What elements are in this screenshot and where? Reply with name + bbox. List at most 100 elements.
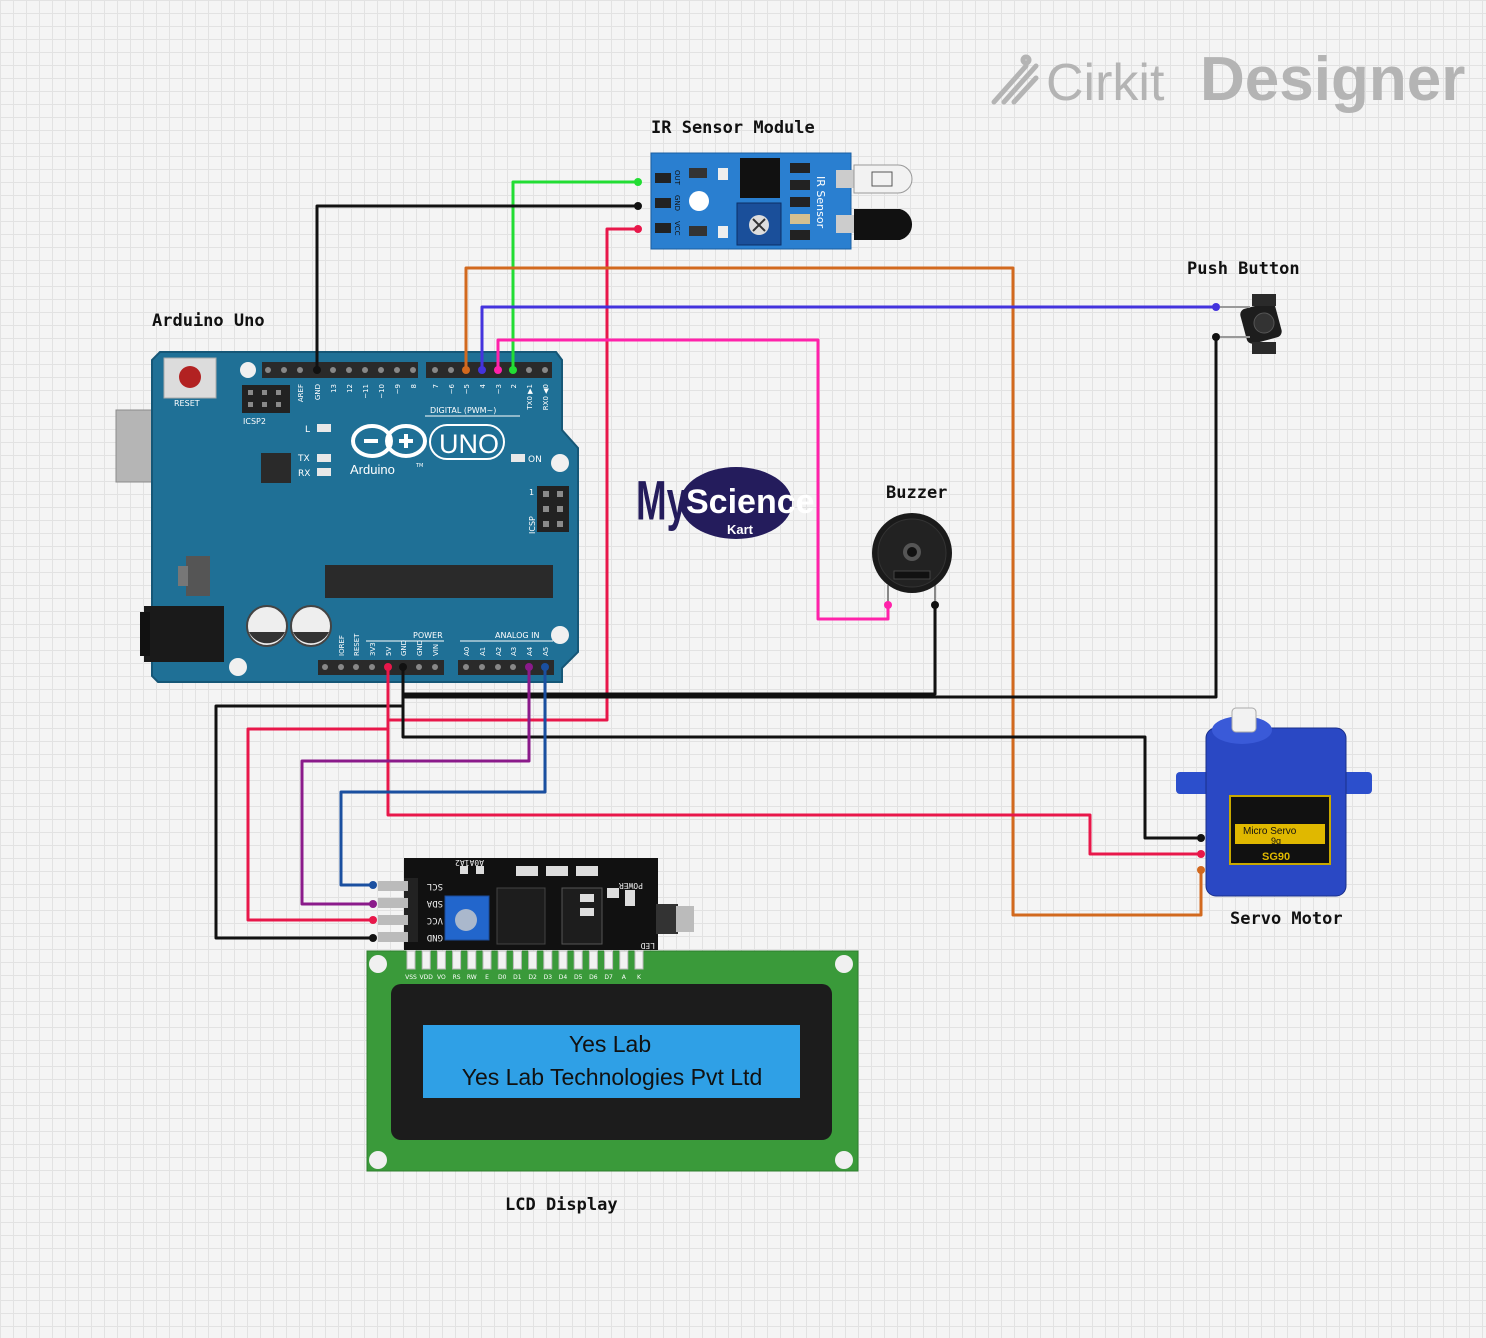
usb-chip <box>261 453 291 483</box>
header-pin[interactable] <box>353 664 359 670</box>
header-pin[interactable] <box>463 664 469 670</box>
wire-lcd-sda[interactable] <box>300 667 531 906</box>
led-on <box>511 454 525 462</box>
i2c-pin-scl: SCL <box>427 881 443 891</box>
lcd-pin <box>436 950 446 970</box>
header-pin[interactable] <box>281 367 287 373</box>
header-pin[interactable] <box>330 367 336 373</box>
push-button-cap[interactable] <box>1253 312 1275 334</box>
header-pin[interactable] <box>448 367 454 373</box>
ir-pin-gnd: GND <box>673 195 681 211</box>
led-on-label: ON <box>528 455 542 465</box>
header-pin[interactable] <box>526 367 532 373</box>
lcd-pin-label: D2 <box>528 974 537 981</box>
led-rx-label: RX <box>298 469 310 479</box>
wire-ir-out-d2[interactable] <box>511 180 638 370</box>
wire-lcd-gnd[interactable] <box>214 667 405 940</box>
arduino-infinity-logo <box>351 424 427 458</box>
lcd-pin-label: K <box>637 974 642 981</box>
top-pin-label: ~5 <box>463 384 471 394</box>
header-pin[interactable] <box>265 367 271 373</box>
i2c-led-label: LED <box>640 941 655 950</box>
servo-motor[interactable]: Micro Servo 9g SG90 <box>1176 707 1372 897</box>
lcd-pin <box>497 950 507 970</box>
wire-d3-buzzer[interactable] <box>496 338 890 621</box>
lcd-pin <box>512 950 522 970</box>
label-arduino: Arduino Uno <box>152 311 265 331</box>
lcd-pin-label: RS <box>453 974 461 981</box>
servo-label-line2: 9g <box>1271 836 1281 846</box>
header-pin[interactable] <box>542 367 548 373</box>
lcd-pin-label: D0 <box>498 974 507 981</box>
lcd-pin <box>421 950 431 970</box>
header-pin[interactable] <box>479 664 485 670</box>
label-ir-sensor: IR Sensor Module <box>651 118 815 138</box>
header-pin[interactable] <box>495 664 501 670</box>
led-tx-label: TX <box>297 454 310 464</box>
i2c-contrast-pot[interactable] <box>444 895 490 941</box>
wire-d5-servo-signal[interactable] <box>464 266 1203 917</box>
header-pin[interactable] <box>322 664 328 670</box>
lcd-pin <box>406 950 416 970</box>
lcd-line-2: Yes Lab Technologies Pvt Ltd <box>462 1064 763 1090</box>
header-pin[interactable] <box>297 367 303 373</box>
header-pin[interactable] <box>369 664 375 670</box>
voltage-regulator <box>186 556 210 596</box>
myscience-kart-logo: My Science Kart <box>636 467 815 539</box>
bottom-pin-label: A0 <box>463 647 471 656</box>
header-pin[interactable] <box>378 367 384 373</box>
icsp-header <box>537 486 569 532</box>
logo-science: Science <box>686 483 815 521</box>
bottom-pin-label: RESET <box>353 633 361 656</box>
wire-servo-gnd[interactable] <box>401 667 1201 840</box>
header-pin[interactable] <box>346 367 352 373</box>
wire-servo-vcc[interactable] <box>386 667 1201 856</box>
lcd-pin-label: D6 <box>589 974 598 981</box>
top-pin-label: ~3 <box>495 384 503 394</box>
lcd-pin <box>482 950 492 970</box>
label-buzzer: Buzzer <box>886 483 947 503</box>
servo-horn[interactable] <box>1231 707 1257 733</box>
i2c-pin-vcc: VCC <box>427 915 443 925</box>
board-model: UNO <box>439 429 499 459</box>
board-brand: Arduino <box>350 462 395 477</box>
i2c-power-label: POWER <box>619 881 643 890</box>
buzzer[interactable] <box>872 513 952 605</box>
led-tx <box>317 454 331 462</box>
wire-buzzer-gnd[interactable] <box>403 605 937 696</box>
lcd-pin <box>467 950 477 970</box>
wire-ir-gnd-gnd[interactable] <box>315 204 638 370</box>
header-pin[interactable] <box>394 367 400 373</box>
bottom-pin-label: A4 <box>526 646 534 656</box>
header-pin[interactable] <box>416 664 422 670</box>
top-pin-label: GND <box>314 384 322 400</box>
bottom-pin-label: A3 <box>510 647 518 656</box>
i2c-backpack[interactable]: SCL SDA VCC GND A0A1A2 POWER LED <box>378 858 694 950</box>
power-jack <box>144 606 224 662</box>
lcd-pin-label: D3 <box>544 974 553 981</box>
label-push-button: Push Button <box>1187 259 1300 279</box>
header-pin[interactable] <box>410 367 416 373</box>
bottom-pin-label: 3V3 <box>369 642 377 656</box>
header-pin[interactable] <box>510 664 516 670</box>
wire-lcd-scl[interactable] <box>339 667 547 887</box>
header-pin[interactable] <box>432 664 438 670</box>
i2c-backlight-jumper[interactable] <box>656 904 678 934</box>
header-pin[interactable] <box>338 664 344 670</box>
wires <box>214 180 1218 940</box>
ir-module-name: IR Sensor <box>814 176 827 229</box>
push-button[interactable] <box>1220 294 1283 354</box>
bottom-pin-label: A1 <box>479 647 487 656</box>
bottom-pin-label: IOREF <box>338 635 346 656</box>
wire-lcd-vcc[interactable] <box>246 667 390 922</box>
top-pin-label: 13 <box>330 384 338 393</box>
bottom-pin-label: VIN <box>432 644 440 656</box>
cirkit-logo-icon <box>991 54 1039 105</box>
wire-d4-button[interactable] <box>480 305 1216 370</box>
ir-sensor-module[interactable]: OUT GND VCC IR Sensor <box>650 152 913 250</box>
header-pin[interactable] <box>362 367 368 373</box>
top-pin-label: 7 <box>432 384 440 388</box>
header-pin[interactable] <box>432 367 438 373</box>
